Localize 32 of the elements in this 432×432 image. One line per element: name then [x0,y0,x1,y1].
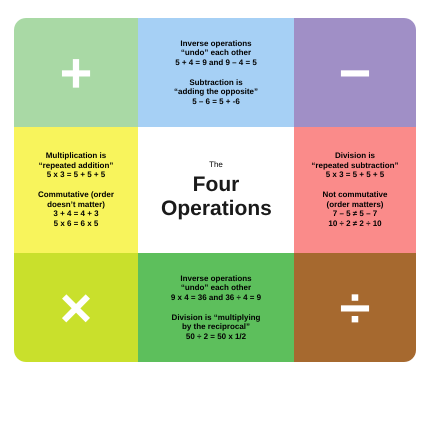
panel [294,18,416,127]
title-text: Four Operations [161,172,271,220]
plus-sign: + [60,44,92,100]
equation-text: 3 + 4 = 4 + 3 [53,209,99,219]
equation-text: 5 – 6 = 5 + -6 [192,96,240,106]
panel [138,253,294,362]
minus-sign: − [338,44,372,100]
title-prefix: The [209,160,223,168]
division-sign: ÷ [340,280,370,336]
equation-text: 50 ÷ 2 = 50 x 1/2 [186,332,246,342]
panel [14,127,138,253]
heading-text: Division is “multiplying by the reciprocal” [170,312,262,332]
heading-text: Inverse operations “undo” each other [179,274,253,292]
panel [294,127,416,253]
equation-text: 9 x 4 = 36 and 36 ÷ 4 = 9 [170,292,262,302]
equation-text: 10 ÷ 2 ≠ 2 ÷ 10 [328,219,382,229]
equation-text: 5 x 6 = 6 x 5 [54,219,98,229]
heading-text: Division is “repeated subtraction” [310,151,400,170]
panel [14,18,138,127]
panel [138,18,294,127]
equation-text: 7 – 5 ≠ 5 – 7 [332,209,378,219]
heading-text: Not commutative (order matters) [322,190,388,209]
heading-text: Inverse operations “undo” each other [179,38,253,58]
times-sign: × [60,280,92,336]
equation-text: 5 x 3 = 5 + 5 + 5 [326,170,384,180]
heading-text: Subtraction is “adding the opposite” [173,78,259,96]
equation-text: 5 + 4 = 9 and 9 – 4 = 5 [175,58,257,68]
panel [14,253,138,362]
panel [294,253,416,362]
heading-text: Commutative (order doesn’t matter) [36,190,115,209]
heading-text: Multiplication is “repeated addition” [38,151,114,170]
equation-text: 5 x 3 = 5 + 5 + 5 [46,170,106,180]
